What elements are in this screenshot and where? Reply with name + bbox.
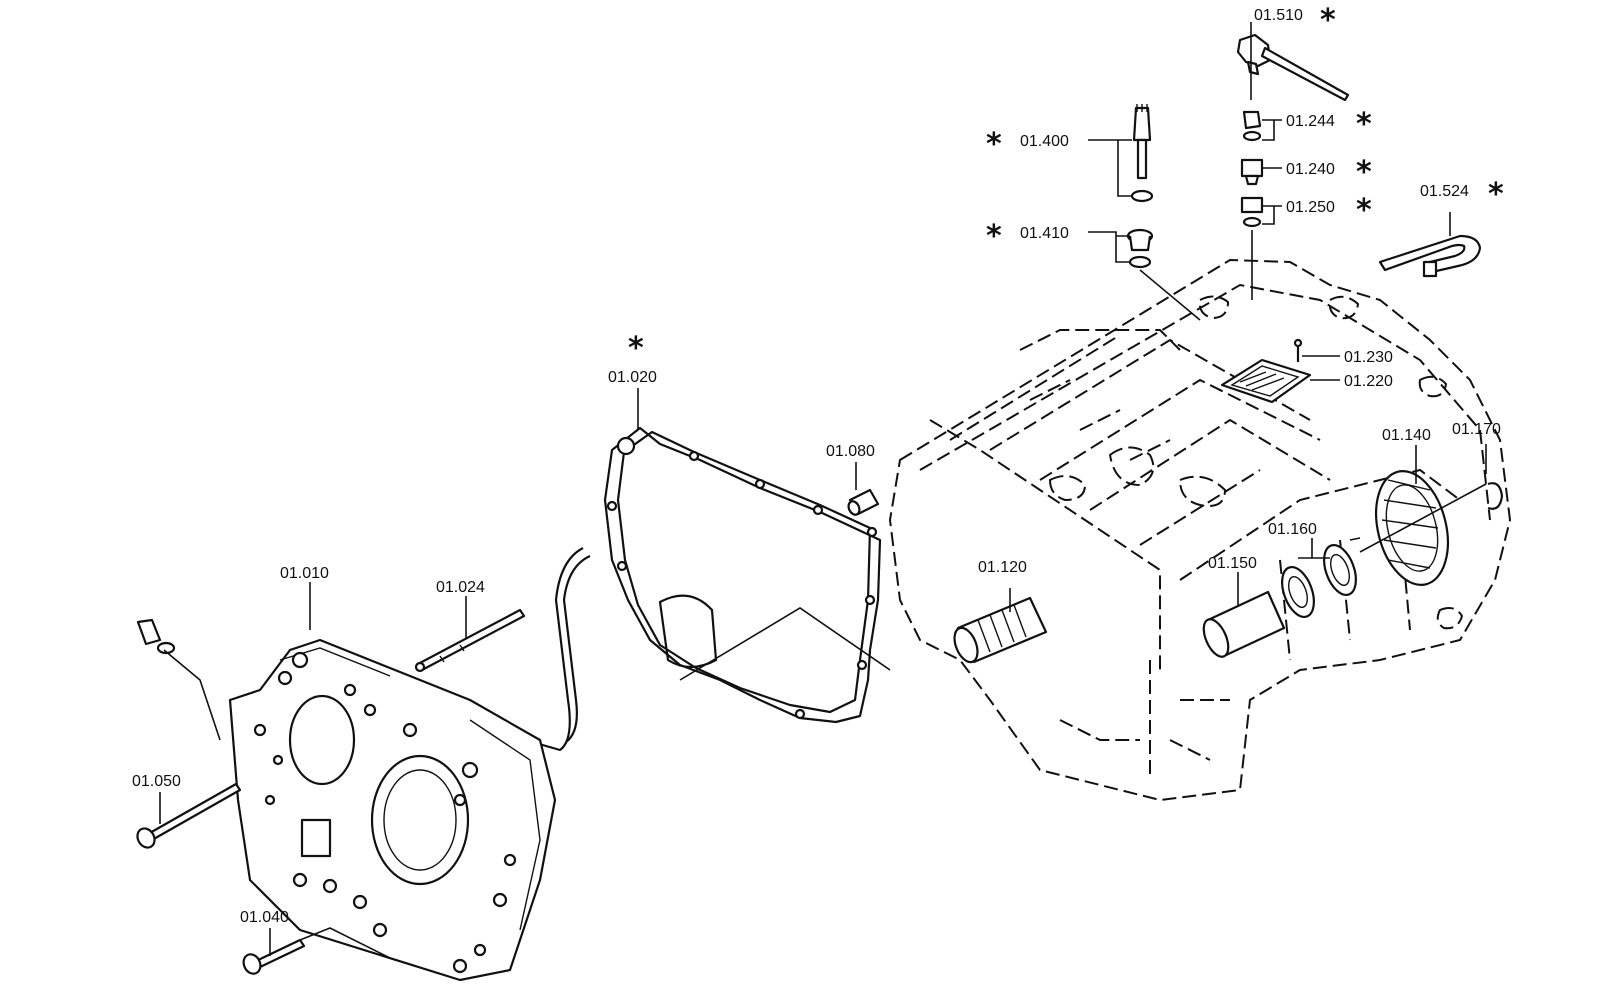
plug-part-410 xyxy=(1126,228,1154,269)
label-01-040: 01.040 xyxy=(240,909,289,926)
transmission-housing xyxy=(888,258,1512,802)
bearing-part xyxy=(1281,544,1357,618)
plug-part-left xyxy=(136,618,176,655)
gasket-part xyxy=(603,426,882,724)
strap-part-524 xyxy=(1378,234,1482,278)
label-01-244: 01.244 xyxy=(1286,113,1335,130)
filter-part xyxy=(953,596,1048,664)
front-cover-part xyxy=(228,638,557,982)
asterisk-01-244: * xyxy=(1356,107,1372,142)
plug-part-244 xyxy=(1242,110,1262,142)
label-01-024: 01.024 xyxy=(436,579,485,596)
plug-part-240 xyxy=(1240,158,1264,186)
label-01-160: 01.160 xyxy=(1268,521,1317,538)
temperature-sensor-part xyxy=(1130,104,1154,203)
sleeve-part xyxy=(1202,590,1286,658)
asterisk-01-020: * xyxy=(628,331,644,366)
bolt-part-040 xyxy=(242,938,306,975)
label-01-220: 01.220 xyxy=(1344,373,1393,390)
label-01-170: 01.170 xyxy=(1452,421,1501,438)
label-01-230: 01.230 xyxy=(1344,349,1393,366)
asterisk-01-510: * xyxy=(1320,3,1336,38)
cover-plate-part xyxy=(1220,338,1312,404)
part-labels: 01.510 * 01.244 * 01.240 * 01.250 * 01.5… xyxy=(132,3,1504,926)
label-01-240: 01.240 xyxy=(1286,161,1335,178)
asterisk-01-524: * xyxy=(1488,177,1504,212)
label-01-250: 01.250 xyxy=(1286,199,1335,216)
label-01-020: 01.020 xyxy=(608,369,657,386)
label-01-150: 01.150 xyxy=(1208,555,1257,572)
leader-lines xyxy=(159,22,1487,959)
dowel-pin-part xyxy=(847,488,880,516)
label-01-524: 01.524 xyxy=(1420,183,1469,200)
label-01-510: 01.510 xyxy=(1254,7,1303,24)
label-01-080: 01.080 xyxy=(826,443,875,460)
label-01-050: 01.050 xyxy=(132,773,181,790)
circlip-part xyxy=(1487,482,1504,510)
speedometer-sensor-part xyxy=(1236,33,1350,102)
pipe-part xyxy=(489,547,591,752)
label-01-400: 01.400 xyxy=(1020,133,1069,150)
plug-part-250 xyxy=(1240,196,1264,228)
asterisk-01-410: * xyxy=(986,219,1002,254)
bolt-part-050 xyxy=(136,782,242,849)
asterisk-01-400: * xyxy=(986,127,1002,162)
asterisk-01-240: * xyxy=(1356,155,1372,190)
label-01-140: 01.140 xyxy=(1382,427,1431,444)
label-01-120: 01.120 xyxy=(978,559,1027,576)
label-01-410: 01.410 xyxy=(1020,225,1069,242)
gear-part xyxy=(1349,470,1449,586)
shaft-part xyxy=(414,608,526,673)
asterisk-01-250: * xyxy=(1356,193,1372,228)
label-01-010: 01.010 xyxy=(280,565,329,582)
